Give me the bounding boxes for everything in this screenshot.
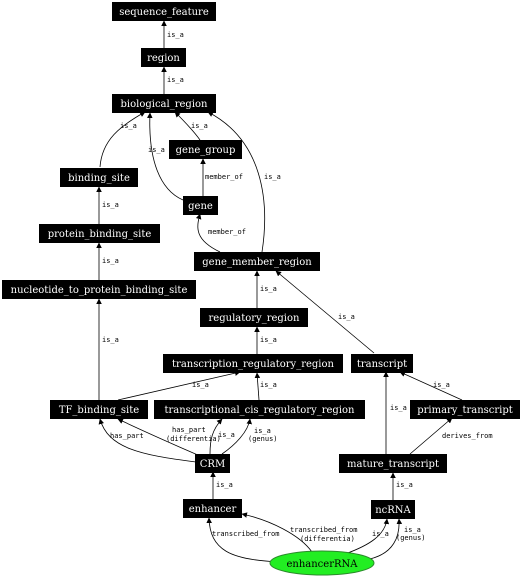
node-label: TF_binding_site bbox=[59, 405, 139, 416]
node-label: mature_transcript bbox=[347, 459, 439, 470]
edge-label-is-a: is_a bbox=[260, 381, 277, 389]
edge-crm-to-tf-binding-site-1 bbox=[98, 418, 197, 463]
edge-label-is-a: is_a bbox=[167, 31, 184, 39]
node-label: gene_member_region bbox=[202, 257, 312, 268]
node-mature-transcript[interactable]: mature_transcript bbox=[339, 454, 447, 473]
edge-enhancerrna-to-enhancer-1 bbox=[206, 517, 281, 563]
node-label: sequence_feature bbox=[119, 7, 209, 18]
edge-label-has-part-differentia-1: has_part bbox=[172, 426, 206, 434]
edge-label-has-part-differentia-2: (differentia) bbox=[166, 435, 221, 443]
node-transcript[interactable]: transcript bbox=[351, 354, 413, 373]
edge-label-is-a: is_a bbox=[396, 481, 413, 489]
node-enhancerrna[interactable]: enhancerRNA bbox=[269, 550, 375, 576]
edge-label-is-a: is_a bbox=[192, 381, 209, 389]
node-label: primary_transcript bbox=[417, 405, 513, 416]
edge-transcript-to-gene-member-region bbox=[275, 270, 375, 354]
edge-tf-binding-site-to-trr bbox=[117, 370, 241, 401]
edge-gene-member-region-to-biological-region bbox=[207, 111, 266, 253]
node-regulatory-region[interactable]: regulatory_region bbox=[200, 308, 308, 327]
edge-label-is-a-genus-1: is_a bbox=[254, 427, 271, 435]
edge-label-is-a: is_a bbox=[338, 313, 355, 321]
node-gene[interactable]: gene bbox=[183, 196, 218, 215]
node-label: regulatory_region bbox=[209, 313, 300, 324]
edge-label-derives-from: derives_from bbox=[442, 432, 493, 440]
edge-label-is-a: is_a bbox=[148, 146, 165, 154]
node-primary-transcript[interactable]: primary_transcript bbox=[410, 400, 520, 419]
edge-label-is-a: is_a bbox=[390, 404, 407, 412]
edge-tcrr-to-trr bbox=[254, 372, 261, 401]
node-label: nucleotide_to_protein_binding_site bbox=[11, 285, 188, 296]
node-label: enhancer bbox=[189, 504, 237, 515]
edge-label-is-a: is_a bbox=[260, 285, 277, 293]
node-gene-member-region[interactable]: gene_member_region bbox=[194, 252, 320, 271]
edge-label-member-of: member_of bbox=[208, 228, 246, 236]
node-label: ncRNA bbox=[375, 505, 411, 516]
edge-primary-transcript-to-transcript bbox=[399, 371, 463, 401]
node-label: transcriptional_cis_regulatory_region bbox=[164, 405, 355, 416]
node-transcription-regulatory-region[interactable]: transcription_regulatory_region bbox=[163, 354, 343, 373]
edge-gene-member-region-to-gene bbox=[195, 213, 221, 253]
edge-enhancerrna-to-enhancer-2 bbox=[241, 512, 313, 553]
node-label: transcript bbox=[357, 359, 407, 370]
edge-label-is-a-genus-2: (genus) bbox=[248, 435, 278, 443]
edge-label-is-a: is_a bbox=[218, 431, 235, 439]
edge-binding-site-to-biological-region bbox=[99, 111, 146, 168]
node-biological-region[interactable]: biological_region bbox=[112, 94, 216, 113]
edge-label-is-a: is_a bbox=[264, 173, 281, 181]
edge-label-has-part: has_part bbox=[110, 432, 144, 440]
node-label: gene bbox=[188, 201, 213, 212]
edge-label-is-a: is_a bbox=[120, 122, 137, 130]
edge-label-is-a: is_a bbox=[102, 336, 119, 344]
node-label: enhancerRNA bbox=[286, 559, 358, 570]
edge-enhancerrna-to-ncrna-2 bbox=[364, 518, 403, 561]
edge-label-transcribed-from-differentia-2: (differentia) bbox=[300, 535, 355, 543]
node-label: biological_region bbox=[121, 99, 209, 110]
edge-gene-group-to-biological-region bbox=[174, 111, 201, 141]
node-sequence-feature[interactable]: sequence_feature bbox=[112, 2, 216, 21]
node-tf-binding-site[interactable]: TF_binding_site bbox=[50, 400, 148, 419]
node-gene-group[interactable]: gene_group bbox=[169, 140, 242, 159]
node-binding-site[interactable]: binding_site bbox=[60, 168, 138, 187]
node-label: binding_site bbox=[68, 173, 130, 184]
edge-label-is-a: is_a bbox=[102, 201, 119, 209]
edge-label-is-a: is_a bbox=[260, 336, 277, 344]
node-protein-binding-site[interactable]: protein_binding_site bbox=[39, 224, 160, 243]
node-label: gene_group bbox=[176, 145, 236, 156]
edge-crm-to-tcrr-2 bbox=[221, 418, 252, 455]
edge-gene-to-biological-region bbox=[146, 112, 184, 201]
node-label: protein_binding_site bbox=[48, 229, 152, 240]
edge-label-is-a: is_a bbox=[433, 381, 450, 389]
edge-enhancerrna-to-ncrna-1 bbox=[344, 518, 390, 555]
node-region[interactable]: region bbox=[141, 48, 186, 67]
node-label: transcription_regulatory_region bbox=[172, 359, 334, 370]
edge-label-is-a-genus-1: is_a bbox=[404, 526, 421, 534]
edge-label-is-a: is_a bbox=[216, 481, 233, 489]
edge-label-is-a-genus-2: (genus) bbox=[396, 534, 426, 542]
edge-labels: is_a is_a is_a is_a is_a is_a member_of … bbox=[102, 31, 493, 543]
node-transcriptional-cis-regulatory-region[interactable]: transcriptional_cis_regulatory_region bbox=[154, 400, 365, 419]
node-label: region bbox=[147, 53, 180, 64]
edge-label-transcribed-from: transcribed_from bbox=[212, 530, 279, 538]
node-enhancer[interactable]: enhancer bbox=[183, 499, 242, 518]
edges bbox=[96, 20, 463, 563]
node-ncrna[interactable]: ncRNA bbox=[371, 500, 415, 519]
edge-mature-transcript-to-primary-transcript bbox=[409, 417, 453, 455]
node-nucleotide-to-protein-binding-site[interactable]: nucleotide_to_protein_binding_site bbox=[2, 280, 196, 299]
node-label: CRM bbox=[200, 459, 225, 470]
edge-crm-to-tcrr-1 bbox=[209, 418, 223, 455]
node-crm[interactable]: CRM bbox=[195, 454, 230, 473]
edge-label-transcribed-from-differentia-1: transcribed_from bbox=[290, 526, 357, 534]
edge-label-is-a: is_a bbox=[191, 122, 208, 130]
edge-crm-to-tf-binding-site-2 bbox=[117, 418, 201, 457]
edge-label-member-of: member_of bbox=[205, 173, 243, 181]
edge-label-is-a: is_a bbox=[102, 257, 119, 265]
edge-label-is-a: is_a bbox=[372, 530, 389, 538]
edge-label-is-a: is_a bbox=[167, 76, 184, 84]
